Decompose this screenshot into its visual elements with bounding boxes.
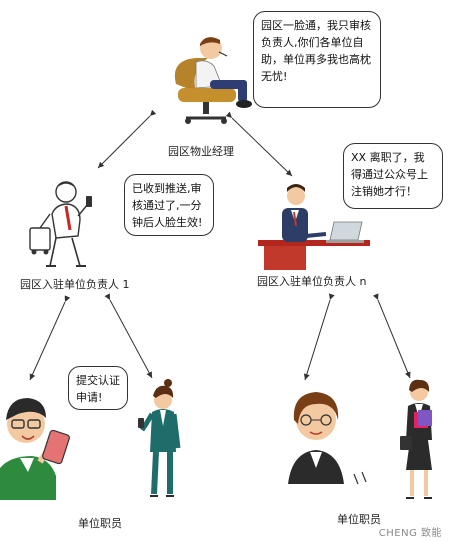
head1-label: 园区入驻单位负责人 1 bbox=[20, 278, 130, 291]
manager-label: 园区物业经理 bbox=[168, 145, 234, 158]
headn-speech-bubble: XX 离职了，我得通过公众号上注销她才行！ bbox=[343, 143, 443, 209]
headn-speech-text: XX 离职了，我得通过公众号上注销她才行！ bbox=[351, 151, 428, 198]
arrow-manager-head1 bbox=[97, 109, 157, 169]
staff-left-label: 单位职员 bbox=[78, 517, 122, 530]
staff-left-speech-bubble: 提交认证申请! bbox=[68, 366, 128, 410]
arrow-headn-staff-right bbox=[372, 293, 411, 379]
head1-speech-bubble: 已收到推送,审核通过了,一分钟后人脸生效! bbox=[124, 174, 214, 236]
watermark: CHENG 致能 bbox=[378, 528, 442, 539]
manager-speech-text: 园区一脸通，我只审核负责人,你们各单位自助，单位再多我也高枕无忧! bbox=[261, 19, 371, 83]
headn-label: 园区入驻单位负责人 n bbox=[257, 275, 367, 288]
staff-right-label: 单位职员 bbox=[337, 513, 381, 526]
arrow-manager-headn bbox=[225, 111, 293, 177]
manager-speech-bubble: 园区一脸通，我只审核负责人,你们各单位自助，单位再多我也高枕无忧! bbox=[253, 11, 381, 108]
arrow-head1-staff-center bbox=[104, 293, 153, 379]
staff-left-speech-text: 提交认证申请! bbox=[76, 374, 120, 404]
head1-speech-text: 已收到推送,审核通过了,一分钟后人脸生效! bbox=[132, 182, 203, 229]
arrow-headn-staff-left bbox=[303, 293, 335, 381]
arrow-head1-staff-left bbox=[29, 295, 71, 381]
